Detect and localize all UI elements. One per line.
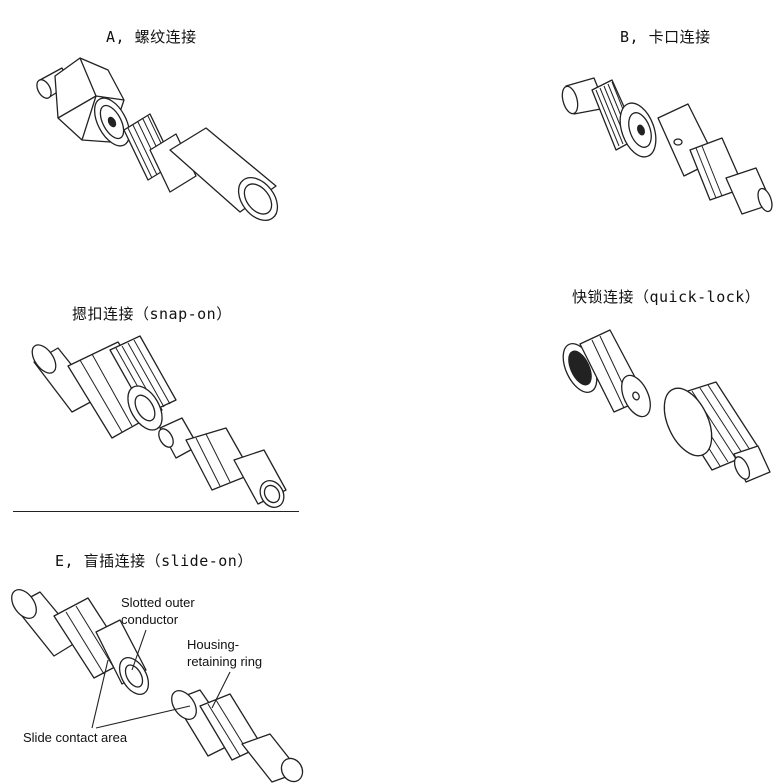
label-housing-line-2: retaining ring <box>187 654 263 669</box>
caption-threaded: A, 螺纹连接 <box>106 28 197 46</box>
section-divider <box>13 511 299 512</box>
label-slotted-line-1: Slotted outer <box>121 595 195 610</box>
label-slotted-line-2: conductor <box>121 612 179 627</box>
caption-slide-on: E, 盲插连接（slide-on） <box>55 552 253 570</box>
label-housing-retaining-ring: Housing- retaining ring <box>187 636 262 670</box>
bayonet-connector-drawing <box>561 77 773 215</box>
label-slotted-outer-conductor: Slotted outer conductor <box>121 594 195 628</box>
caption-quick-lock: 快锁连接（quick-lock） <box>572 288 761 306</box>
caption-snap-on: 摁扣连接（snap-on） <box>72 305 232 323</box>
caption-bayonet: B, 卡口连接 <box>620 28 711 46</box>
label-slide-contact-area: Slide contact area <box>23 730 128 745</box>
snap-on-connector-drawing <box>31 335 287 508</box>
slide-on-connector-drawing <box>11 589 304 783</box>
label-housing-line-1: Housing- <box>187 637 240 652</box>
annotation-leader-lines <box>91 629 231 729</box>
quick-lock-connector-drawing <box>562 329 771 483</box>
threaded-connector-drawing <box>36 57 279 221</box>
